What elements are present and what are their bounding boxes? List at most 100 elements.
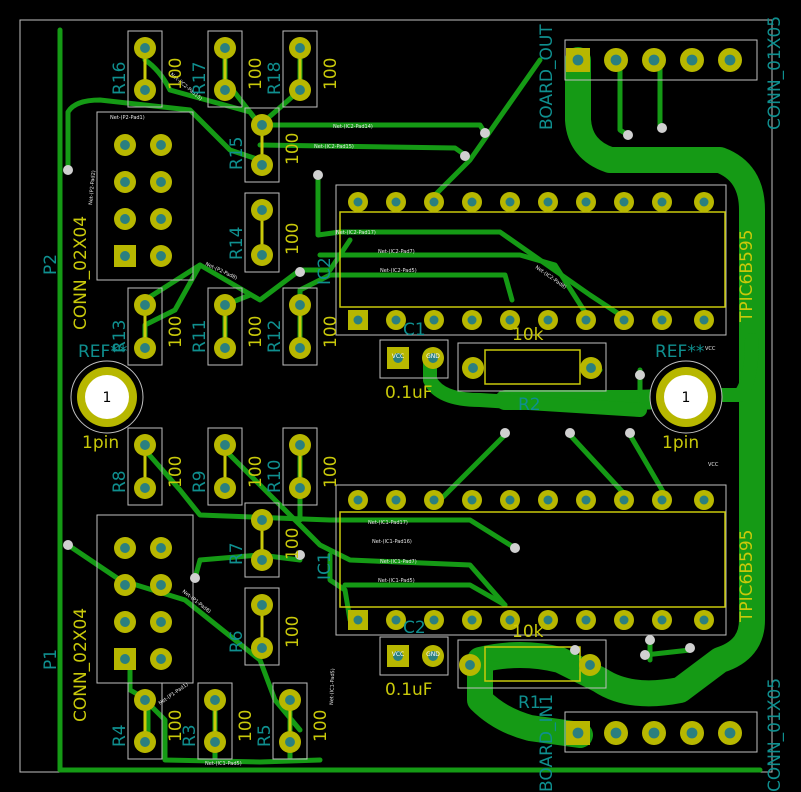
resistor-r11-ref: R11	[190, 320, 210, 353]
resistor-r8-value: 100	[166, 456, 186, 488]
via	[685, 643, 695, 653]
via	[460, 151, 470, 161]
p2-pin	[150, 171, 172, 193]
board-in-pin1	[566, 721, 590, 745]
net-label: Net-(IC2-Pad14)	[333, 124, 373, 130]
board-in-pin	[604, 721, 628, 745]
via	[500, 428, 510, 438]
resistor-pin	[134, 37, 156, 59]
net-label: VCC	[705, 346, 716, 352]
ic2-pin	[652, 310, 672, 330]
board-out-value: CONN_01X05	[765, 16, 785, 130]
r1-value: 10k	[512, 622, 544, 642]
resistor-r11-value: 100	[246, 316, 266, 348]
ic2-pin	[538, 192, 558, 212]
via	[63, 165, 73, 175]
resistor-r16-value: 100	[166, 58, 186, 90]
ic1-value: TPIC6B595	[737, 530, 757, 623]
resistor-outline	[272, 682, 308, 760]
cap-pin	[422, 347, 444, 369]
resistor-r6-value: 100	[283, 616, 303, 648]
resistor-r9-value: 100	[246, 456, 266, 488]
resistor-pin	[134, 79, 156, 101]
mounting-left-pad: 1	[103, 390, 112, 406]
resistor-outline	[207, 30, 243, 108]
via	[570, 645, 580, 655]
resistor-pin	[251, 509, 273, 531]
ic1-pin	[652, 610, 672, 630]
ic2-pin	[462, 192, 482, 212]
resistor-r13-value: 100	[166, 316, 186, 348]
r1-ref: R1	[518, 693, 541, 713]
resistor-r12-value: 100	[321, 316, 341, 348]
mounting-right-pad: 1	[682, 390, 691, 406]
net-label: Net-(IC2-Pad17)	[336, 230, 376, 236]
ic1-ref: IC1	[315, 552, 335, 580]
resistor-pin	[214, 477, 236, 499]
board-out-ref: BOARD_OUT	[537, 24, 557, 130]
resistor-pin	[251, 244, 273, 266]
p2-pin	[114, 171, 136, 193]
via	[510, 543, 520, 553]
ic2-footprint	[335, 184, 727, 336]
resistor-r5-ref: R5	[255, 724, 275, 747]
resistor-pin	[251, 199, 273, 221]
cap-pin	[422, 645, 444, 667]
p2-ref: P2	[41, 254, 61, 275]
cap-pin	[387, 347, 409, 369]
p1-pin	[114, 537, 136, 559]
resistor-pin	[134, 337, 156, 359]
net-label: Net-(IC2-Pad15)	[314, 144, 354, 150]
resistor-r15-value: 100	[283, 133, 303, 165]
net-label: Net-(IC1-Pad5)	[378, 578, 415, 584]
resistor-pin	[289, 434, 311, 456]
p1-pin	[150, 648, 172, 670]
p1-ref: P1	[41, 649, 61, 670]
ic2-pin	[500, 310, 520, 330]
board-out-pin	[642, 48, 666, 72]
ic1-pin	[348, 490, 368, 510]
ic2-pin	[694, 310, 714, 330]
via	[313, 170, 323, 180]
c1-ref: C1	[403, 320, 426, 340]
ic2-pin	[386, 310, 406, 330]
via	[657, 123, 667, 133]
board-out-pin1	[566, 48, 590, 72]
via	[480, 128, 490, 138]
board-in-pin	[680, 721, 704, 745]
resistor-pin	[251, 154, 273, 176]
ic1-pin	[576, 610, 596, 630]
net-label: Net-(IC1-Pad5)	[205, 761, 242, 767]
resistor-r10-value: 100	[321, 456, 341, 488]
ic2-pin	[348, 192, 368, 212]
pot-pin	[462, 357, 484, 379]
ic2-pin	[614, 310, 634, 330]
resistor-pin	[134, 434, 156, 456]
resistor-pin	[204, 731, 226, 753]
ic2-pin	[386, 192, 406, 212]
ic2-pin	[614, 192, 634, 212]
resistor-r10-ref: R10	[265, 460, 285, 493]
c1-pin-gnd: GND	[426, 353, 440, 360]
ic1-pin	[500, 610, 520, 630]
r2-ref: R2	[518, 395, 541, 415]
ic2-pin	[538, 310, 558, 330]
ic2-pin	[652, 192, 672, 212]
resistor-outline	[207, 287, 243, 366]
board-in-pin	[718, 721, 742, 745]
ic1-pin	[694, 490, 714, 510]
resistor-r7-ref: R7	[227, 542, 247, 565]
mounting-hole-right: 1	[649, 360, 723, 434]
pads-layer	[114, 30, 742, 760]
ic2-value: TPIC6B595	[737, 230, 757, 323]
resistor-pin	[289, 79, 311, 101]
resistor-r18-ref: R18	[265, 62, 285, 95]
resistor-pin	[134, 294, 156, 316]
board-out-pin	[680, 48, 704, 72]
resistor-pin	[134, 477, 156, 499]
resistor-pin	[289, 37, 311, 59]
resistor-outline	[282, 30, 318, 108]
ic2-pin	[462, 310, 482, 330]
